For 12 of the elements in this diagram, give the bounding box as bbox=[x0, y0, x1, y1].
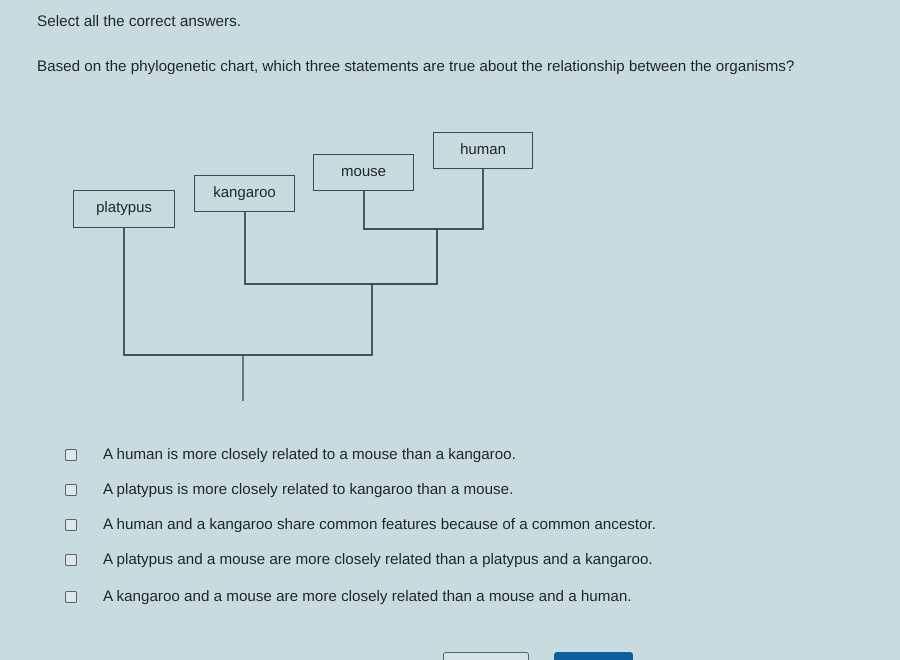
taxon-box: human bbox=[433, 132, 533, 169]
answer-option: A platypus is more closely related to kangaroo than a mouse. bbox=[103, 480, 514, 499]
taxon-box: kangaroo bbox=[194, 175, 295, 212]
answer-option: A human and a kangaroo share common features because of a common ancestor. bbox=[103, 515, 656, 534]
answer-option: A human is more closely related to a mouse than a kangaroo. bbox=[103, 445, 516, 464]
branch-line bbox=[123, 169, 484, 356]
answer-option: A kangaroo and a mouse are more closely related than a mouse and a human. bbox=[103, 587, 632, 606]
answer-option: A platypus and a mouse are more closely related than a platypus and a kangaroo. bbox=[103, 550, 653, 569]
question-text: Based on the phylogenetic chart, which three statements are true about the relationship between the organisms? bbox=[37, 57, 794, 76]
instruction-text: Select all the correct answers. bbox=[37, 12, 242, 31]
taxon-box: platypus bbox=[73, 190, 175, 228]
taxon-box: mouse bbox=[313, 154, 414, 191]
